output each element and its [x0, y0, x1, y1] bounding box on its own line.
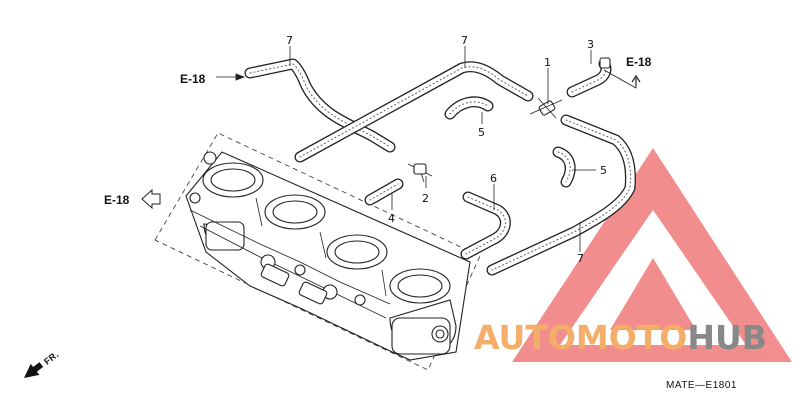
callout-7-left: 7 — [286, 34, 293, 47]
hose-7-top — [294, 61, 534, 163]
front-marker-label: FR. — [42, 349, 61, 367]
throttle-body-assembly — [185, 151, 471, 361]
callout-7-right: 7 — [577, 252, 584, 265]
callout-1: 1 — [544, 56, 551, 69]
callout-2: 2 — [422, 192, 429, 205]
drawing-code: MATE—E1801 — [666, 380, 737, 391]
arrow-up-icon — [631, 74, 641, 86]
hose-5-lower — [552, 146, 576, 188]
hose-7-left — [244, 58, 396, 153]
watermark-text-part1: AUTOMOTO — [474, 318, 687, 357]
callout-5-lower: 5 — [600, 164, 607, 177]
throttle-body-outline — [154, 132, 481, 371]
callout-3: 3 — [587, 38, 594, 51]
watermark-text: AUTOMOTOHUB — [474, 318, 767, 357]
watermark-triangle-core — [610, 258, 696, 330]
leader-lines — [289, 46, 637, 252]
callout-5-upper: 5 — [478, 126, 485, 139]
callout-7-top: 7 — [461, 34, 468, 47]
throat-2 — [264, 194, 326, 230]
ref-label-left: E-18 — [104, 193, 130, 207]
hose-end-fitting — [599, 57, 611, 69]
throat-1 — [202, 162, 264, 198]
hose-4 — [364, 178, 404, 206]
joint-4way-part-1 — [529, 97, 563, 119]
hose-7-right — [486, 114, 636, 276]
watermark-text-part2: HUB — [687, 318, 767, 357]
callout-4: 4 — [388, 212, 395, 225]
throat-4 — [389, 268, 451, 304]
throat-3 — [326, 234, 388, 270]
ref-label-right: E-18 — [626, 55, 652, 69]
joint-3way-part-2 — [407, 163, 433, 183]
arrow-left-icon — [216, 73, 246, 81]
ref-label-left-top: E-18 — [180, 72, 206, 86]
watermark-logo — [512, 148, 792, 362]
hose-5-upper — [444, 96, 494, 120]
front-arrow-icon — [24, 362, 44, 378]
arrow-left-outline-icon — [141, 188, 161, 210]
callout-6: 6 — [490, 172, 497, 185]
ref-arrows — [141, 73, 641, 210]
front-marker: FR. — [24, 349, 61, 378]
hose-6 — [460, 191, 511, 260]
